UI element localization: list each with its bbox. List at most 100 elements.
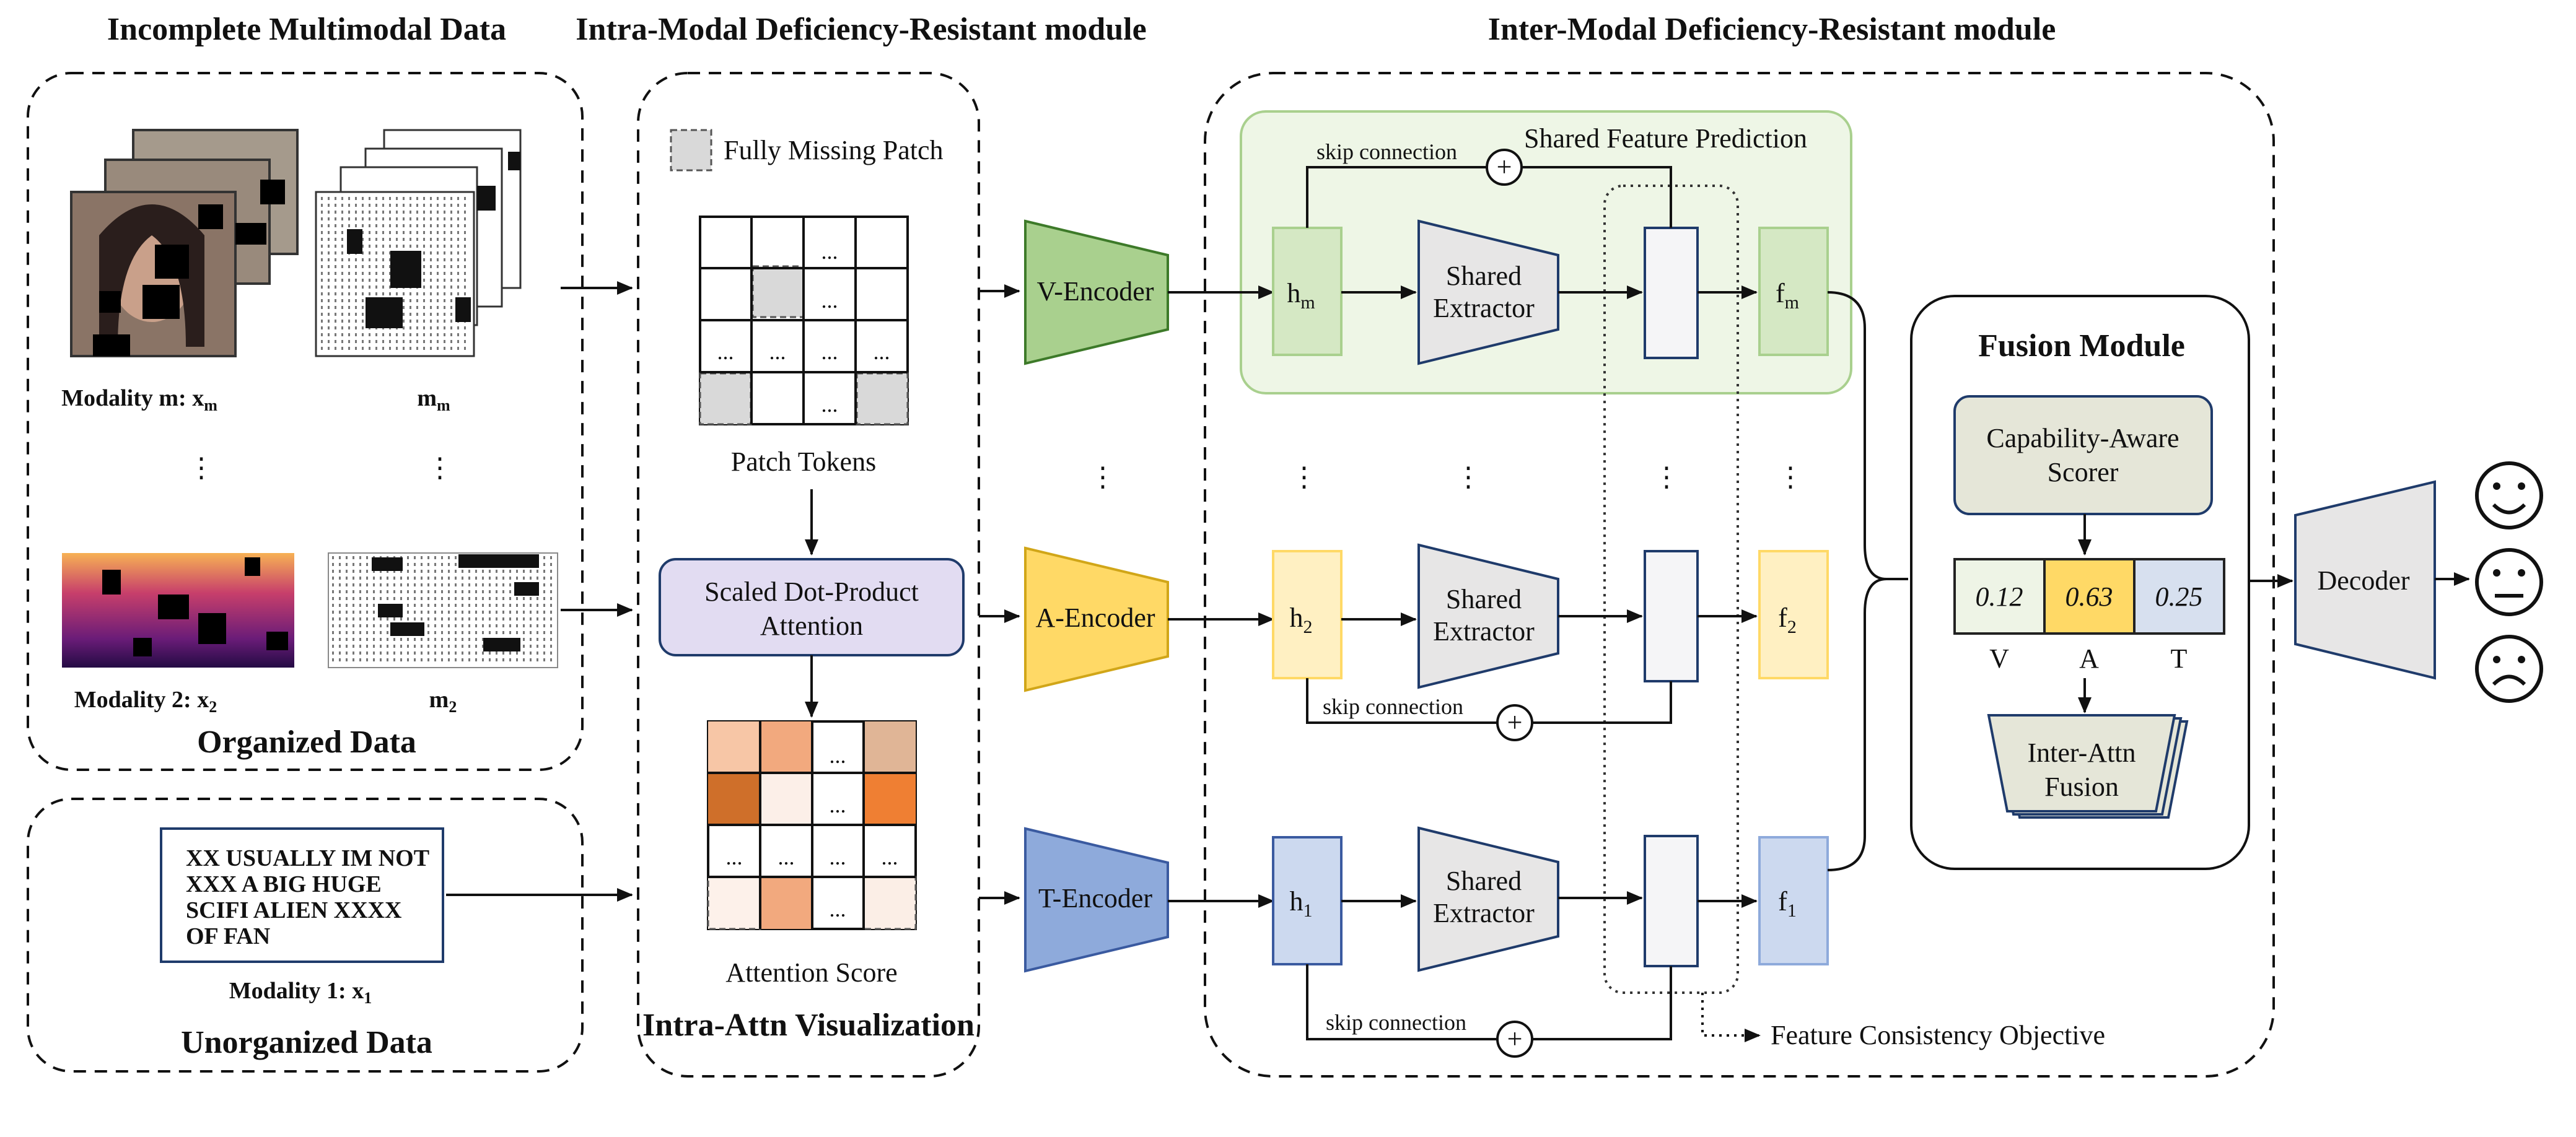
vertical-ellipsis-h: ⋮ bbox=[1290, 462, 1318, 492]
skip-connection-2 bbox=[1306, 678, 1672, 724]
attention-score-label: Attention Score bbox=[725, 957, 897, 988]
t-encoder-label: T-Encoder bbox=[1038, 883, 1152, 913]
f-1-box bbox=[1758, 836, 1829, 965]
skip-connection-1 bbox=[1306, 964, 1672, 1040]
f-2-box bbox=[1758, 550, 1829, 679]
f-1-label: f1 bbox=[1778, 886, 1797, 921]
svg-text:...: ... bbox=[821, 392, 838, 417]
mask-m-grid bbox=[315, 129, 522, 357]
svg-text:...: ... bbox=[874, 339, 890, 364]
svg-text:...: ... bbox=[830, 793, 846, 817]
svg-text:...: ... bbox=[830, 897, 846, 921]
unorganized-data-panel bbox=[27, 798, 584, 1073]
inter-attn-fusion-block bbox=[1987, 714, 2189, 819]
h-m-box bbox=[1272, 227, 1343, 356]
extractor-2-label-1: Shared bbox=[1446, 584, 1522, 614]
svg-text:...: ... bbox=[830, 845, 846, 869]
sdpa-label-1: Scaled Dot-Product bbox=[704, 577, 919, 607]
shared-feature-prediction-label: Shared Feature Prediction bbox=[1524, 123, 1807, 154]
organized-data-panel bbox=[27, 72, 584, 771]
capability-aware-scorer bbox=[1953, 395, 2213, 515]
extractor-m-label-2: Extractor bbox=[1433, 293, 1535, 323]
mask-2-grid bbox=[328, 552, 558, 668]
v-encoder-label: V-Encoder bbox=[1037, 276, 1154, 307]
shared-extractor-2 bbox=[1417, 543, 1559, 689]
mask-2-label: m2 bbox=[429, 687, 457, 716]
shared-extractor-1 bbox=[1417, 826, 1559, 972]
intra-module-panel bbox=[637, 72, 980, 1078]
sdpa-label-2: Attention bbox=[760, 611, 863, 641]
h-m-label: hm bbox=[1287, 278, 1315, 313]
vertical-ellipsis-extractor: ⋮ bbox=[1455, 462, 1482, 492]
vertical-ellipsis-f: ⋮ bbox=[1777, 462, 1804, 492]
h-1-label: h1 bbox=[1290, 886, 1313, 921]
svg-text:...: ... bbox=[726, 845, 743, 869]
t-encoder bbox=[1024, 827, 1169, 973]
svg-text:...: ... bbox=[778, 845, 795, 869]
score-a-label: A bbox=[2079, 643, 2099, 674]
plus-sign-2: + bbox=[1507, 707, 1523, 738]
video-frames-image bbox=[70, 129, 299, 357]
scorer-label-2: Scorer bbox=[2048, 457, 2119, 487]
svg-text:...: ... bbox=[821, 239, 838, 264]
neutral-face-icon bbox=[2475, 548, 2543, 616]
h-1-box bbox=[1272, 836, 1343, 965]
svg-text:...: ... bbox=[830, 743, 846, 768]
score-v-cell bbox=[1953, 558, 2046, 635]
svg-text:...: ... bbox=[821, 339, 838, 364]
vertical-ellipsis-left: ⋮ bbox=[188, 453, 215, 483]
extractor-1-label-2: Extractor bbox=[1433, 898, 1535, 928]
mask-m-label: mm bbox=[417, 385, 450, 414]
a-encoder bbox=[1024, 546, 1169, 692]
text-line-1: XX USUALLY IM NOT bbox=[186, 845, 429, 871]
feature-consistency-arrow bbox=[1701, 993, 1761, 1042]
fusion-module-title: Fusion Module bbox=[1978, 328, 2185, 364]
attention-score-grid: ... ... ... ... ... ... ... bbox=[707, 720, 917, 930]
residual-box-1 bbox=[1644, 835, 1699, 967]
score-t-label: T bbox=[2171, 643, 2188, 674]
spectrogram-image bbox=[62, 553, 294, 668]
text-sample-box bbox=[160, 827, 444, 963]
plus-icon-1 bbox=[1496, 1021, 1533, 1058]
skip-connection-label-m: skip connection bbox=[1316, 139, 1457, 164]
vertical-ellipsis-residual: ⋮ bbox=[1653, 462, 1680, 492]
feature-consistency-label: Feature Consistency Objective bbox=[1771, 1020, 2105, 1050]
modality-1-label: Modality 1: x1 bbox=[229, 978, 372, 1007]
a-encoder-label: A-Encoder bbox=[1035, 603, 1155, 633]
skip-connection-label-1: skip connection bbox=[1326, 1010, 1466, 1035]
fusion-label-2: Fusion bbox=[2044, 772, 2119, 802]
scorer-label-1: Capability-Aware bbox=[1986, 423, 2179, 453]
decoder-label: Decoder bbox=[2317, 565, 2409, 596]
text-line-3: SCIFI ALIEN XXXX bbox=[186, 897, 401, 923]
happy-face-icon bbox=[2475, 461, 2543, 529]
extractor-m-label-1: Shared bbox=[1446, 261, 1522, 291]
svg-text:...: ... bbox=[717, 339, 734, 364]
extractor-2-label-2: Extractor bbox=[1433, 616, 1535, 647]
plus-icon-2 bbox=[1496, 704, 1533, 741]
missing-patch-legend: Fully Missing Patch bbox=[724, 135, 944, 165]
intra-visualization-title: Intra-Attn Visualization bbox=[642, 1008, 975, 1043]
extractor-1-label-1: Shared bbox=[1446, 866, 1522, 896]
patch-token-grid: ... ... ... ... ... ... ... bbox=[699, 216, 909, 425]
modality-m-label: Modality m: xm bbox=[61, 385, 217, 414]
h-2-box bbox=[1272, 550, 1343, 679]
skip-connection-label-2: skip connection bbox=[1323, 694, 1463, 719]
inter-module-panel bbox=[1204, 72, 2275, 1078]
v-encoder bbox=[1024, 219, 1169, 365]
fusion-label-1: Inter-Attn bbox=[2027, 738, 2136, 768]
title-incomplete-data: Incomplete Multimodal Data bbox=[107, 12, 506, 47]
f-2-label: f2 bbox=[1778, 603, 1797, 637]
vertical-ellipsis-encoders: ⋮ bbox=[1089, 462, 1116, 492]
score-t-cell bbox=[2133, 558, 2225, 635]
text-line-2: XXX A BIG HUGE bbox=[186, 871, 382, 897]
text-line-4: OF FAN bbox=[186, 923, 270, 949]
f-m-label: fm bbox=[1776, 278, 1799, 313]
score-a-value: 0.63 bbox=[2066, 582, 2113, 612]
score-v-value: 0.12 bbox=[1976, 582, 2023, 612]
organized-data-title: Organized Data bbox=[197, 725, 416, 760]
residual-box-2 bbox=[1644, 550, 1699, 682]
plus-sign-m: + bbox=[1497, 152, 1512, 182]
shared-extractor-m bbox=[1417, 219, 1559, 365]
vertical-ellipsis-mask: ⋮ bbox=[426, 453, 453, 483]
svg-text:...: ... bbox=[882, 845, 898, 869]
